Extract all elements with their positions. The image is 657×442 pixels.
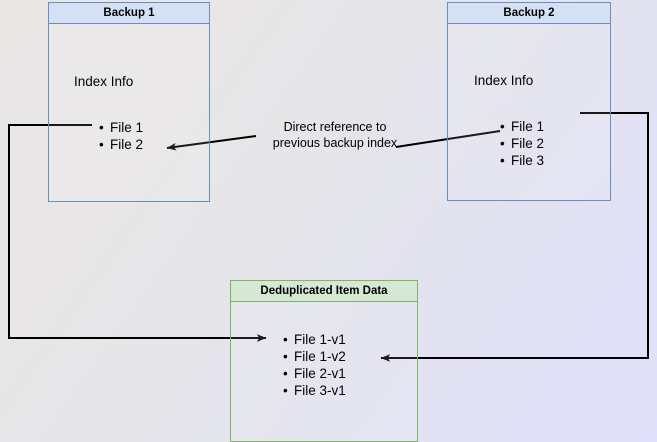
deduplicated-item-data-box[interactable]: Deduplicated Item Data File 1-v1 File 1-… xyxy=(230,280,418,442)
dedup-file-list: File 1-v1 File 1-v2 File 2-v1 File 3-v1 xyxy=(269,331,346,399)
list-item: File 3 xyxy=(500,152,544,169)
dedup-body: File 1-v1 File 1-v2 File 2-v1 File 3-v1 xyxy=(231,302,417,441)
backup1-body: Index Info File 1 File 2 xyxy=(49,24,209,201)
list-item: File 2 xyxy=(500,135,544,152)
edge-backup1-file1-to-dedup xyxy=(8,124,267,342)
direct-reference-label-line1: Direct reference to xyxy=(283,120,387,134)
list-item: File 1 xyxy=(99,119,143,136)
backup2-body: Index Info File 1 File 2 File 3 xyxy=(448,24,610,200)
list-item: File 1-v1 xyxy=(283,331,346,348)
edge-backup2-file1-to-dedup xyxy=(380,112,649,362)
backup2-box[interactable]: Backup 2 Index Info File 1 File 2 File 3 xyxy=(447,2,611,201)
list-item: File 2 xyxy=(99,136,143,153)
dedup-title: Deduplicated Item Data xyxy=(231,281,417,302)
list-item: File 2-v1 xyxy=(283,365,346,382)
backup1-title: Backup 1 xyxy=(49,3,209,24)
backup2-title: Backup 2 xyxy=(448,3,610,24)
backup2-index-info-label: Index Info xyxy=(474,73,534,88)
list-item: File 1-v2 xyxy=(283,348,346,365)
backup1-index-info-label: Index Info xyxy=(74,74,134,89)
direct-reference-label: Direct reference to previous backup inde… xyxy=(245,120,425,151)
direct-reference-label-line2: previous backup index xyxy=(272,135,398,150)
backup1-file-list: File 1 File 2 xyxy=(85,119,143,153)
list-item: File 3-v1 xyxy=(283,382,346,399)
backup1-box[interactable]: Backup 1 Index Info File 1 File 2 xyxy=(48,2,210,202)
list-item: File 1 xyxy=(500,118,544,135)
edge-backup2-to-backup1-reference xyxy=(395,130,501,148)
edge-reference-arrow-to-backup1 xyxy=(166,135,257,151)
backup2-file-list: File 1 File 2 File 3 xyxy=(486,118,544,169)
